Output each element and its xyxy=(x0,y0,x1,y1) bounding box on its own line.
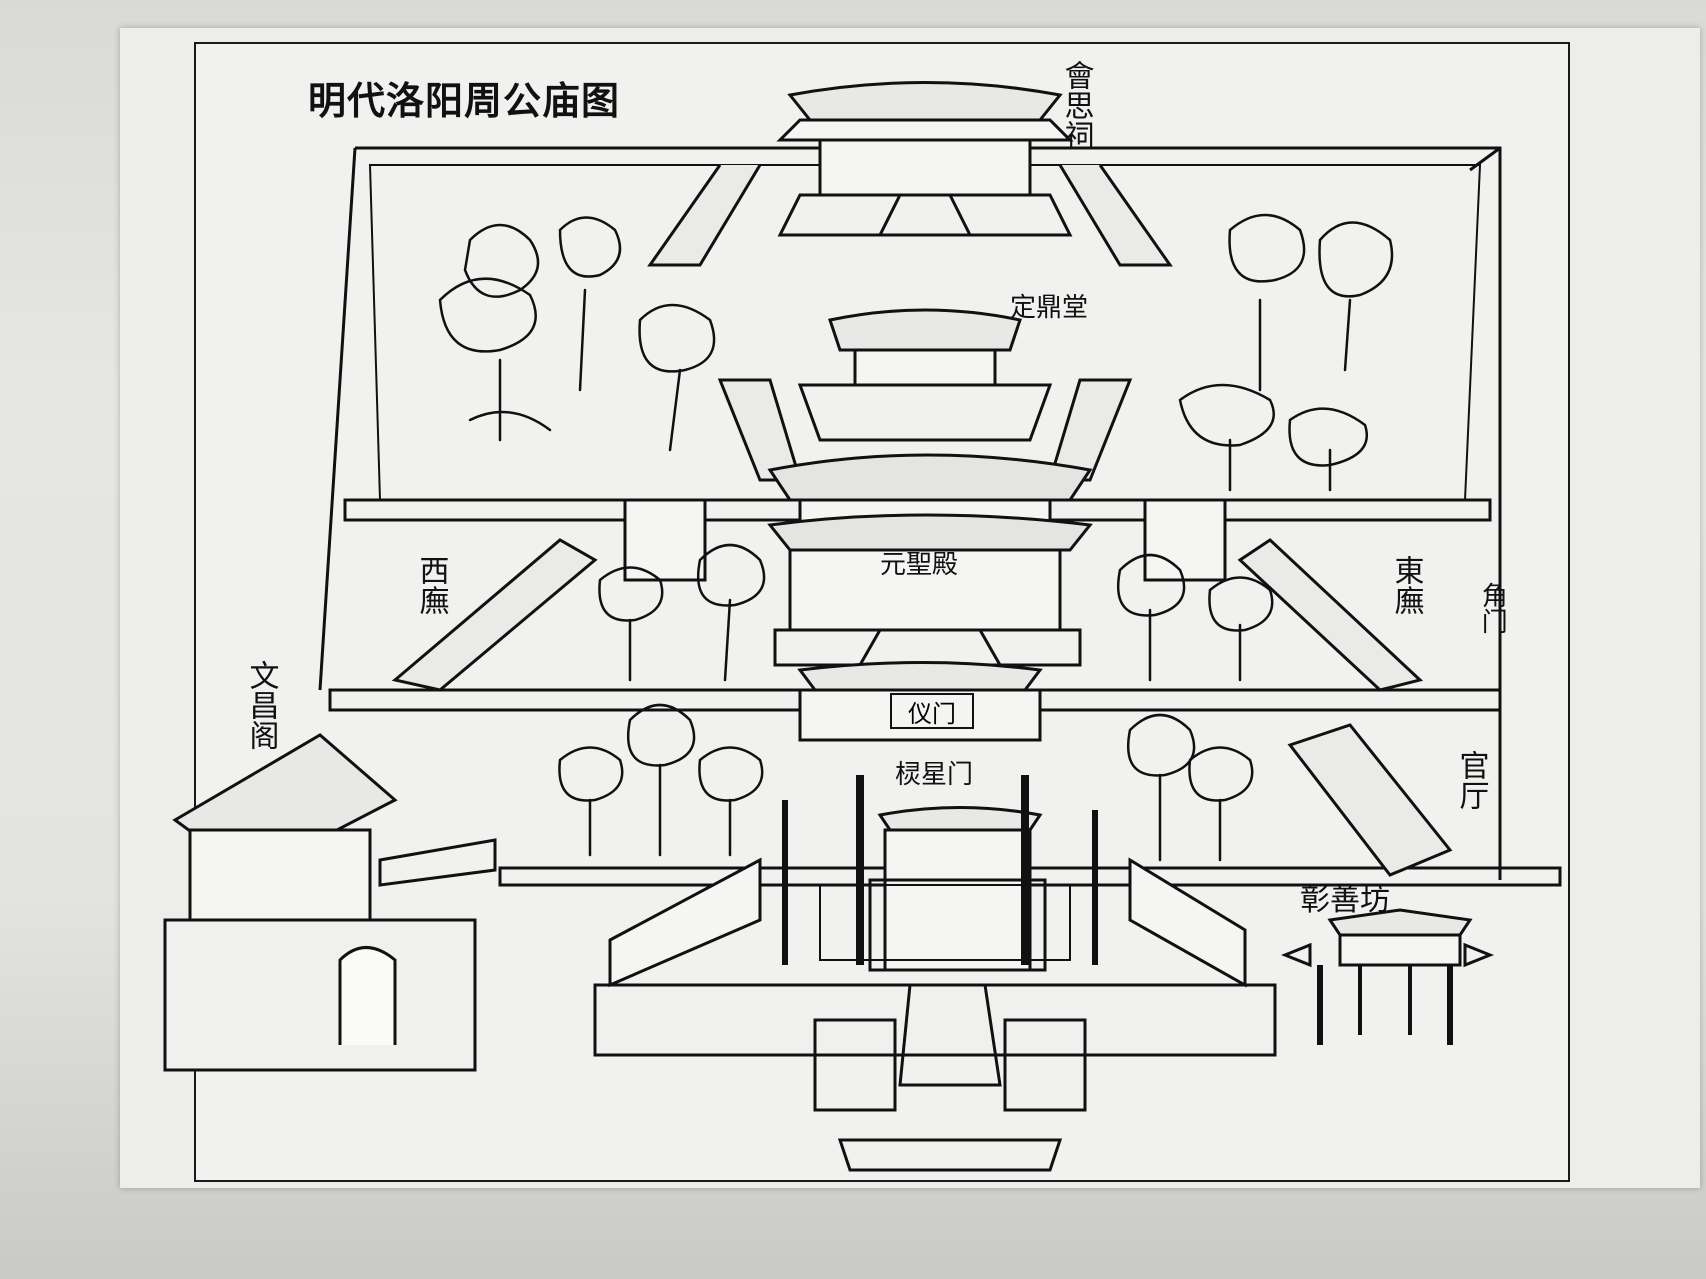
label-guan-ting: 官厅 xyxy=(1453,750,1489,810)
label-dingding-tang: 定鼎堂 xyxy=(1010,293,1089,323)
zhangshan-archway xyxy=(1280,908,1495,1045)
tree-cluster-lower-right xyxy=(1126,713,1254,862)
label-dong-wu: 東廡 xyxy=(1388,555,1424,615)
tree-cluster-middle-right xyxy=(1116,553,1274,682)
left-front-wall xyxy=(608,857,762,988)
dingding-hall xyxy=(717,308,1133,482)
huisi-hall xyxy=(776,81,1074,237)
tree-cluster-lower-left xyxy=(558,703,764,857)
wall-band-3 xyxy=(498,866,1562,887)
tree-cluster-upper-right xyxy=(1178,213,1394,492)
left-lion-statue xyxy=(813,1018,897,1112)
outer-wall xyxy=(318,146,1502,880)
front-bridge xyxy=(837,1138,1063,1172)
lingxing-gate xyxy=(782,775,1098,972)
label-lingxing-men: 棂星门 xyxy=(895,760,974,790)
west-corridor xyxy=(391,538,598,692)
page-title: 明代洛阳周公庙图 xyxy=(308,79,621,123)
top-left-wing xyxy=(647,164,762,267)
front-platform xyxy=(593,983,1277,1057)
tree-cluster-middle-left xyxy=(598,543,766,682)
wall-band-2 xyxy=(328,688,1502,712)
label-wenchang-ge: 文昌阁 xyxy=(243,660,279,750)
label-jiao-men: 角门 xyxy=(1477,582,1508,634)
guan-ting-building xyxy=(1287,723,1453,877)
front-steps xyxy=(898,983,1002,1087)
right-lion-statue xyxy=(1003,1018,1087,1112)
top-right-wing xyxy=(1058,164,1173,267)
label-xi-wu: 西廡 xyxy=(413,555,449,615)
yuansheng-hall xyxy=(767,453,1093,667)
east-corridor xyxy=(1237,538,1424,692)
label-yuansheng-dian: 元聖殿 xyxy=(880,550,959,580)
label-huisi-ci: 會思祠 xyxy=(1058,60,1094,150)
tree-cluster-upper-left xyxy=(438,216,716,452)
wall-band-1 xyxy=(343,498,1492,522)
label-zhangshan-fang: 彰善坊 xyxy=(1300,883,1390,918)
left-gate-tower xyxy=(623,498,707,582)
right-gate-tower xyxy=(1143,498,1227,582)
label-yi-men: 仪门 xyxy=(890,693,974,729)
right-front-wall xyxy=(1128,857,1247,988)
wenchang-pavilion xyxy=(163,733,497,1072)
